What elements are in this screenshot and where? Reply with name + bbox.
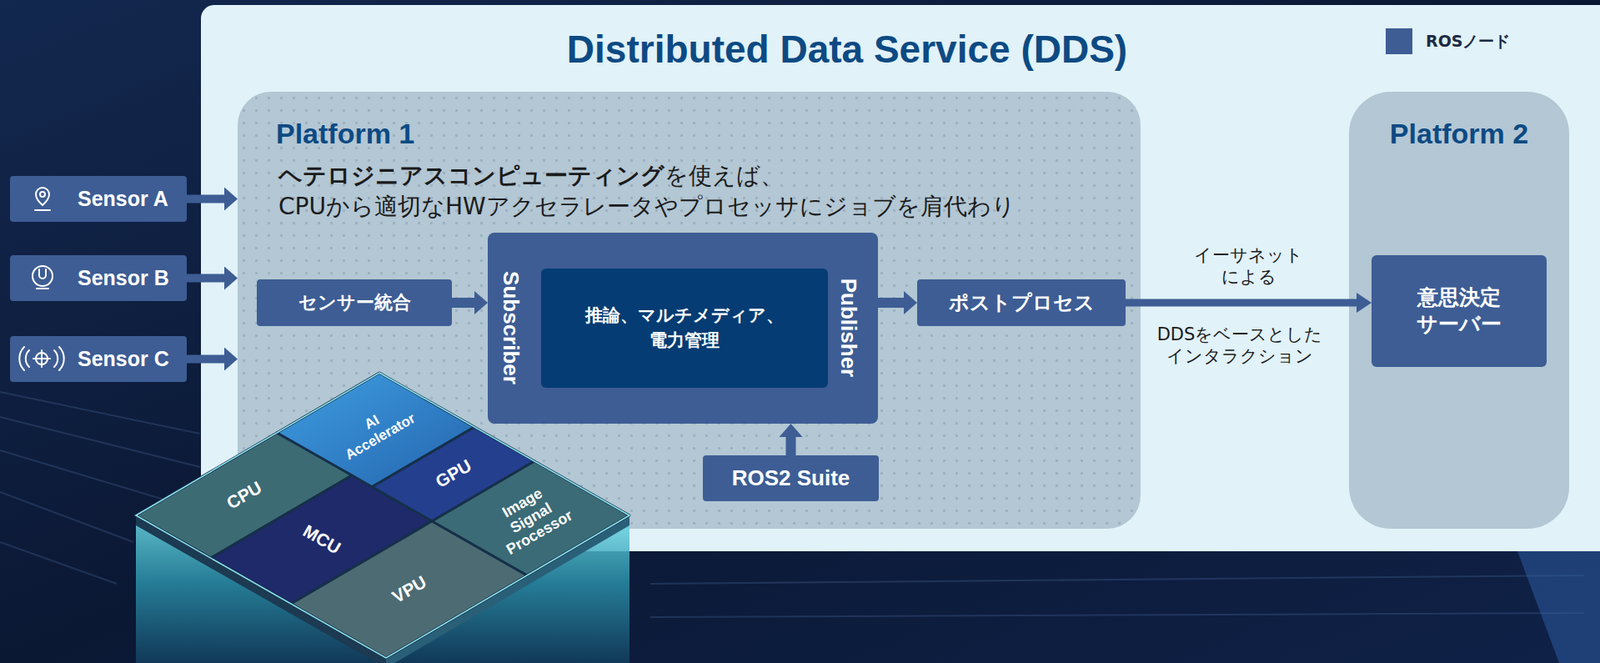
chip-block-label: MCU [299, 521, 344, 559]
legend-item: ROSノード [1385, 28, 1510, 55]
chip-block-label: VPU [388, 571, 430, 607]
flow-arrow [451, 297, 475, 308]
radar-icon [25, 350, 30, 367]
emphasis-text: ヘテロジニアスコンピューティング [278, 161, 665, 190]
radar-icon [33, 357, 51, 360]
location-icon [40, 191, 46, 197]
flow-arrow [786, 436, 797, 456]
function-box: 推論、マルチメディア、 電力管理 [541, 268, 828, 388]
radar-icon [59, 346, 65, 371]
platform-heading: Platform 1 [275, 116, 415, 151]
camera-icon [39, 269, 46, 279]
chip-block-label: Image Signal Processor [483, 475, 578, 560]
chip-block-label: CPU [223, 477, 266, 514]
camera-icon [32, 265, 53, 286]
chip-top [135, 372, 630, 658]
legend-text: ROSノード [1425, 30, 1510, 53]
suite-label: ROS2 Suite [732, 465, 851, 492]
port-label: Subscriber [497, 270, 524, 385]
radar-icon [19, 346, 25, 371]
flow-arrow [186, 274, 225, 283]
streak [0, 450, 167, 501]
flow-arrow [186, 195, 225, 204]
sensor-name: Sensor C [77, 346, 170, 372]
camera-icon [36, 287, 49, 290]
process-label: ポストプロセス [948, 289, 1095, 316]
legend-swatch [1385, 28, 1413, 55]
server-label: 意思決定 サーバー [1412, 284, 1506, 339]
sensor-name: Sensor B [77, 265, 170, 291]
vpu-tile [290, 521, 527, 658]
ros-node-box: 推論、マルチメディア、 電力管理 Subscriber Publisher [487, 232, 878, 424]
flow-arrow [877, 297, 904, 308]
streak [650, 612, 1585, 617]
description-text: を使えば、 [664, 161, 784, 190]
streak [0, 541, 117, 584]
location-icon [35, 209, 51, 211]
location-icon [35, 187, 50, 206]
streak [0, 491, 134, 542]
streak [0, 391, 201, 434]
edge-note: DDSをベースとした インタラクション [1154, 323, 1326, 368]
diagram-title: Distributed Data Service (DDS) [200, 26, 1494, 72]
streak [650, 575, 1585, 584]
description-block: ヘテロジニアスコンピューティングを使えば、CPUから適切なHWアクセラレータやプ… [278, 160, 1016, 222]
function-label: 推論、マルチメディア、 電力管理 [584, 303, 785, 353]
chip-outline [135, 372, 630, 658]
process-label: センサー統合 [298, 290, 412, 316]
suite-box: ROS2 Suite [702, 455, 879, 502]
chip-block-label: GPU [431, 455, 475, 492]
flow-arrow [1125, 299, 1357, 307]
server-box: 意思決定 サーバー [1371, 255, 1547, 367]
process-box: ポストプロセス [917, 279, 1126, 327]
description-text: CPUから適切なHWアクセラレータやプロセッサにジョブを肩代わり [278, 192, 1016, 221]
background-glow [1517, 551, 1600, 663]
flow-arrow [186, 355, 225, 364]
sensor-box: Sensor B [10, 255, 187, 301]
chip-block-label: AI Accelerator [331, 394, 421, 465]
radar-icon [54, 350, 58, 367]
platform-region: 意思決定 サーバー Platform 2 [1349, 91, 1570, 529]
platform-heading: Platform 2 [1349, 116, 1570, 151]
edge-label: イーサネット による [1186, 244, 1312, 289]
port-label: Publisher [835, 278, 862, 377]
sensor-name: Sensor A [77, 186, 169, 211]
process-box: センサー統合 [256, 279, 452, 327]
